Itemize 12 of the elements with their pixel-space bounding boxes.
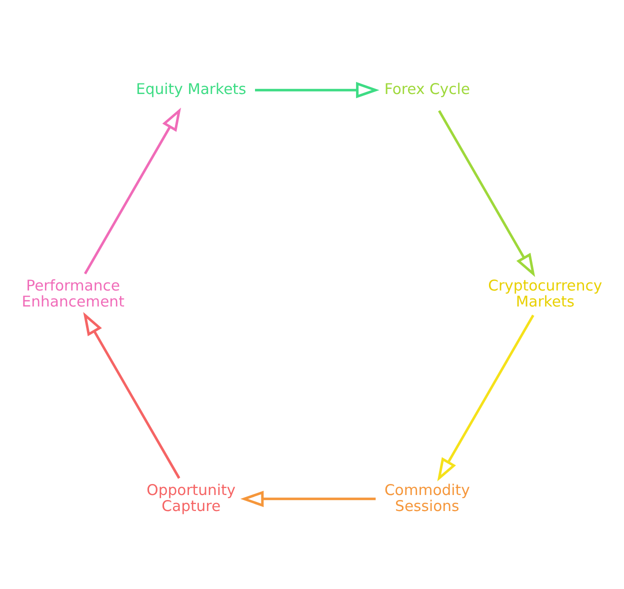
arrow (255, 82, 380, 98)
arrow (84, 108, 182, 274)
arrow (437, 314, 534, 482)
node-text: Equity Markets (136, 80, 246, 98)
node-text: Commodity Sessions (384, 482, 470, 515)
node-text: Forex Cycle (384, 80, 470, 98)
node-text: Performance Enhancement (22, 277, 124, 310)
node-text: Cryptocurrency Markets (488, 277, 602, 310)
node-text: Opportunity Capture (146, 482, 236, 515)
arrow (83, 312, 180, 479)
arrow (240, 490, 376, 508)
arrow (438, 110, 536, 277)
